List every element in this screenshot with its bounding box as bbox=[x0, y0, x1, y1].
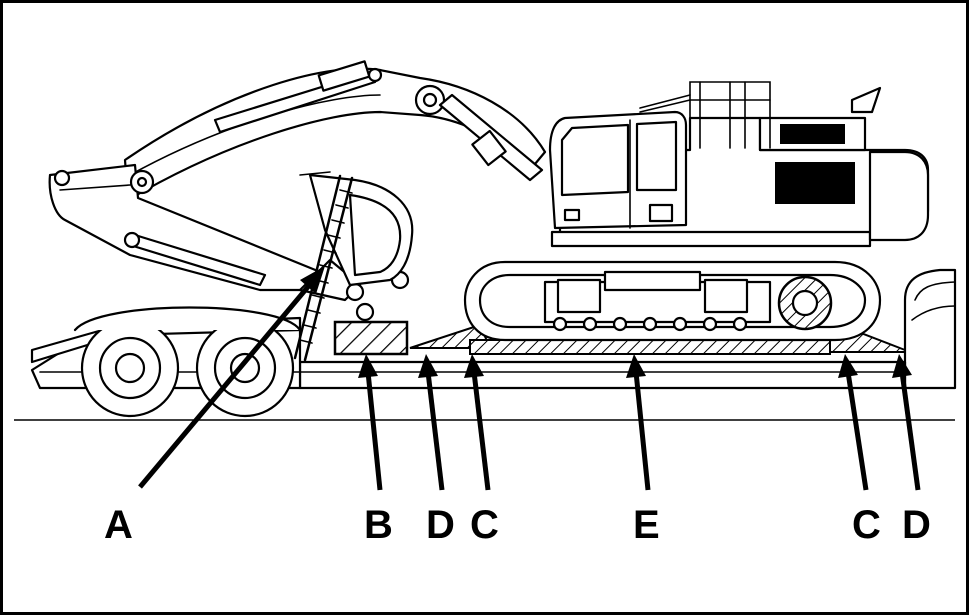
deck-strip bbox=[469, 339, 831, 355]
label-d-left: D bbox=[426, 503, 455, 547]
label-a: A bbox=[104, 503, 133, 547]
label-b: B bbox=[364, 503, 393, 547]
label-c-left: C bbox=[470, 503, 499, 547]
label-e: E bbox=[633, 503, 660, 547]
excavator bbox=[48, 60, 930, 342]
label-d-right: D bbox=[902, 503, 931, 547]
bucket-block bbox=[333, 320, 409, 356]
callout-arrows bbox=[138, 266, 921, 491]
tie-down-chain bbox=[293, 174, 354, 362]
label-c-right: C bbox=[852, 503, 881, 547]
